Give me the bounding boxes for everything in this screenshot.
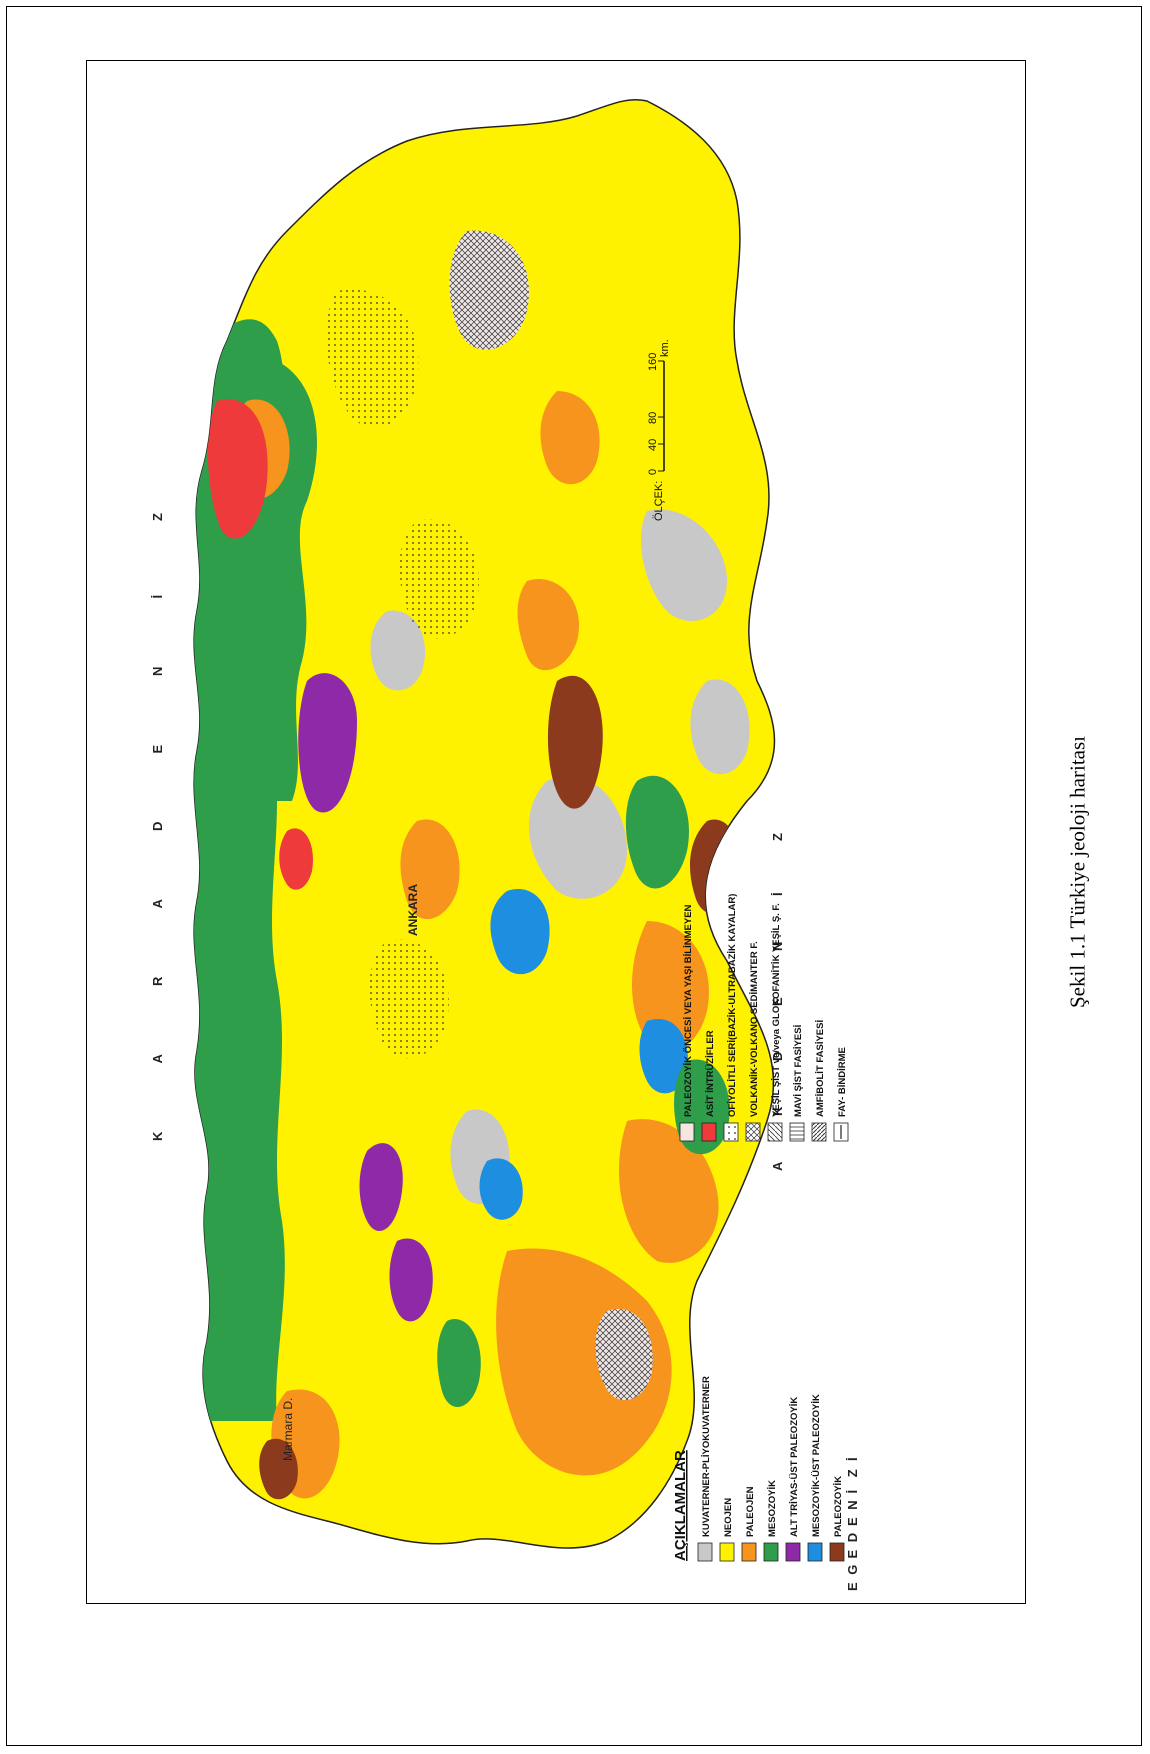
egedenizi-letter-2: E (845, 1550, 860, 1559)
egedenizi-letter-5: N (845, 1500, 860, 1509)
legend-left-label-3: MESOZOYİK (767, 1480, 778, 1537)
scale-tick-2: 80 (647, 412, 659, 424)
akdeniz-letter-3: E (770, 997, 785, 1006)
legend-left-swatch-0 (697, 1542, 713, 1562)
legend-right-label-1: ASİT İNTRÜZİFLER (705, 1030, 716, 1117)
egedenizi-letter-4: E (845, 1517, 860, 1526)
scale-tick-0: 0 (647, 469, 659, 475)
legend-right-label-5: MAVİ ŞİST FASİYESİ (793, 1025, 804, 1117)
legend-left-swatch-2 (741, 1542, 757, 1562)
page-border (6, 6, 1142, 1746)
legend-right-label-2: OFİYOLİTLİ SERİ(BAZİK-ULTRABAZİK KAYALAR… (727, 894, 738, 1117)
akdeniz-letter-2: D (770, 1052, 785, 1061)
legend-right-swatch-pattern-6 (812, 1123, 826, 1141)
legend-right-swatch-pattern-2 (724, 1123, 738, 1141)
egedenizi-letter-1: G (845, 1565, 860, 1575)
marmara-label: Marmara D. (281, 1398, 295, 1461)
legend-left-swatch-1 (719, 1542, 735, 1562)
egedenizi-letter-0: E (845, 1582, 860, 1591)
scale-label: ÖLÇEK: (653, 481, 665, 521)
legend-right-swatch-pattern-4 (768, 1123, 782, 1141)
legend-left-swatch-3 (763, 1542, 779, 1562)
akdeniz-letter-4: N (770, 942, 785, 951)
karadeniz-letter-2: R (150, 976, 165, 986)
geology-units (194, 230, 750, 1500)
legend-right-swatch-0 (679, 1122, 695, 1142)
legend-left-column: KUVATERNER-PLİYOKUVATERNER NEOJEN PALEOJEN… (697, 1376, 845, 1562)
egedenizi-letter-7: Z (845, 1469, 860, 1477)
scale-tick-1: 40 (647, 439, 659, 451)
egedenizi-letter-6: İ (845, 1490, 860, 1494)
karadeniz-label: K A R A D E N İ Z (150, 513, 165, 1141)
scale-unit: km. (659, 339, 671, 357)
ankara-label: ANKARA (406, 884, 420, 936)
karadeniz-letter-6: N (150, 667, 165, 676)
legend-right-swatch-1 (701, 1122, 717, 1142)
egedenizi-letter-3: D (845, 1533, 860, 1542)
akdeniz-letter-6: Z (770, 833, 785, 841)
akdeniz-label: A K D E N İ Z (770, 833, 785, 1171)
karadeniz-letter-5: E (150, 745, 165, 754)
legend-right-label-3: VOLKANİK-VOLKANO SEDİMANTER F. (749, 941, 760, 1117)
legend-title: AÇIKLAMALAR (672, 1450, 689, 1561)
karadeniz-letter-4: D (150, 822, 165, 831)
legend-right-label-0: PALEOZOYİK ÖNCESİ VEYA YAŞI BİLİNMEYEN (683, 904, 694, 1117)
legend-left-swatch-5 (807, 1542, 823, 1562)
akdeniz-letter-1: K (770, 1106, 785, 1116)
scale-tick-3: 160 (647, 353, 659, 371)
legend-left-swatch-4 (785, 1542, 801, 1562)
legend-left-label-1: NEOJEN (723, 1498, 734, 1537)
legend-right-swatch-pattern-5 (790, 1123, 804, 1141)
akdeniz-letter-0: A (770, 1161, 785, 1171)
legend-left-label-5: MESOZOYİK-ÜST PALEOZOYİK (811, 1394, 822, 1537)
legend-right-label-7: FAY- BİNDİRME (837, 1047, 848, 1117)
egedenizi-letter-8: İ (845, 1457, 860, 1461)
legend-right-label-6: AMFİBOLİT FASİYESİ (815, 1020, 826, 1117)
karadeniz-letter-1: A (150, 1054, 165, 1064)
karadeniz-letter-8: Z (150, 513, 165, 521)
legend-left-label-4: ALT TRİYAS-ÜST PALEOZOYİK (789, 1397, 800, 1537)
legend-left-label-6: PALEOZOYİK (833, 1476, 844, 1537)
figure-caption: Şekil 1.1 Türkiye jeoloji haritası (1065, 736, 1090, 1008)
karadeniz-letter-7: İ (150, 595, 165, 599)
legend-right-column: PALEOZOYİK ÖNCESİ VEYA YAŞI BİLİNMEYEN AS… (679, 894, 849, 1142)
legend-left-label-0: KUVATERNER-PLİYOKUVATERNER (701, 1376, 712, 1537)
akdeniz-letter-5: İ (770, 892, 785, 896)
scale-bar: ÖLÇEK: 0 40 80 160 km. (647, 339, 671, 521)
karadeniz-letter-3: A (150, 899, 165, 909)
legend-right-swatch-pattern-3 (746, 1123, 760, 1141)
legend-right-label-4: YEŞİL ŞİST ve/veya GLOKOFANİTİK YEŞİL Ş.… (771, 903, 782, 1117)
legend-left-swatch-6 (829, 1542, 845, 1562)
legend-left-label-2: PALEOJEN (745, 1486, 756, 1537)
karadeniz-letter-0: K (150, 1131, 165, 1141)
